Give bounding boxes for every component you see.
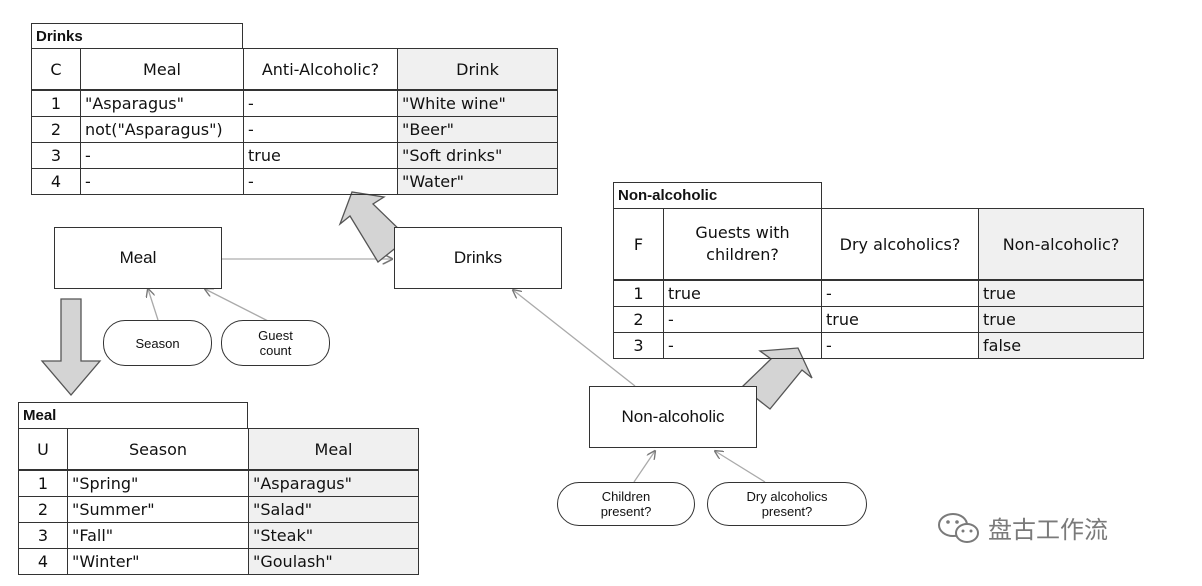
watermark-text: 盘古工作流: [988, 516, 1108, 544]
table-row: 2 "Summer" "Salad": [18, 496, 419, 523]
meal-decision-table: U Season Meal 1 "Spring" "Asparagus" 2 "…: [18, 428, 419, 575]
nonalcoholic-hit-policy: F: [613, 208, 664, 281]
table-row: 3 - - false: [613, 332, 1144, 359]
drinks-col-drink: Drink: [397, 48, 558, 91]
table-row: 1 "Spring" "Asparagus": [18, 469, 419, 497]
rule-number: 1: [18, 469, 68, 497]
rule-number: 1: [31, 89, 81, 117]
table-cell: "Soft drinks": [397, 142, 558, 169]
rule-number: 2: [18, 496, 68, 523]
drinks-col-meal: Meal: [80, 48, 244, 91]
table-cell: false: [978, 332, 1144, 359]
table-cell: "Salad": [248, 496, 419, 523]
table-cell: -: [80, 142, 244, 169]
table-cell: "Goulash": [248, 548, 419, 575]
rule-number: 3: [613, 332, 664, 359]
meal-table-title: Meal: [18, 402, 248, 428]
table-cell: "Water": [397, 168, 558, 195]
children-present-input-node[interactable]: Children present?: [557, 482, 695, 526]
drinks-table-link-arrow: [338, 191, 409, 263]
rule-number: 4: [18, 548, 68, 575]
table-cell: "White wine": [397, 89, 558, 117]
table-row: 3 "Fall" "Steak": [18, 522, 419, 549]
watermark: 盘古工作流: [936, 510, 1108, 545]
table-cell: -: [243, 116, 398, 143]
table-cell: -: [80, 168, 244, 195]
table-cell: -: [821, 332, 979, 359]
nonalcoholic-decision-node[interactable]: Non-alcoholic: [589, 386, 757, 448]
rule-number: 2: [31, 116, 81, 143]
drinks-hit-policy: C: [31, 48, 81, 91]
guestcount-to-meal-connector: [205, 289, 271, 323]
table-cell: true: [663, 279, 822, 307]
table-row: 4 - - "Water": [31, 168, 558, 195]
meal-hit-policy: U: [18, 428, 68, 471]
meal-col-meal: Meal: [248, 428, 419, 471]
season-to-meal-connector: [148, 289, 159, 321]
table-cell: "Spring": [67, 469, 249, 497]
table-row: 2 not("Asparagus") - "Beer": [31, 116, 558, 143]
table-row: 1 "Asparagus" - "White wine": [31, 89, 558, 117]
table-row: 1 true - true: [613, 279, 1144, 307]
table-cell: -: [663, 306, 822, 333]
meal-decision-node[interactable]: Meal: [54, 227, 222, 289]
drinks-col-anti-alcoholic: Anti-Alcoholic?: [243, 48, 398, 91]
table-cell: "Asparagus": [80, 89, 244, 117]
table-cell: not("Asparagus"): [80, 116, 244, 143]
drinks-table-title: Drinks: [31, 23, 243, 49]
table-cell: "Winter": [67, 548, 249, 575]
table-cell: "Beer": [397, 116, 558, 143]
table-cell: -: [243, 89, 398, 117]
table-cell: -: [663, 332, 822, 359]
drinks-decision-table: C Meal Anti-Alcoholic? Drink 1 "Asparagu…: [31, 48, 558, 195]
guest-count-input-node[interactable]: Guest count: [221, 320, 330, 366]
children-to-nonalcoholic-connector: [633, 451, 655, 483]
table-cell: -: [821, 279, 979, 307]
drinks-decision-node[interactable]: Drinks: [394, 227, 562, 289]
table-row: 2 - true true: [613, 306, 1144, 333]
rule-number: 2: [613, 306, 664, 333]
season-input-node[interactable]: Season: [103, 320, 212, 366]
table-cell: "Asparagus": [248, 469, 419, 497]
table-row: 3 - true "Soft drinks": [31, 142, 558, 169]
rule-number: 4: [31, 168, 81, 195]
nonalcoholic-table-title: Non-alcoholic: [613, 182, 822, 208]
table-row: 4 "Winter" "Goulash": [18, 548, 419, 575]
dryalc-to-nonalcoholic-connector: [715, 451, 766, 483]
table-cell: "Fall": [67, 522, 249, 549]
meal-col-season: Season: [67, 428, 249, 471]
table-cell: "Steak": [248, 522, 419, 549]
rule-number: 3: [18, 522, 68, 549]
meal-table-link-arrow: [40, 298, 102, 397]
nonalcoholic-col-output: Non-alcoholic?: [978, 208, 1144, 281]
nonalcoholic-decision-table: F Guests with children? Dry alcoholics? …: [613, 208, 1144, 359]
table-cell: true: [978, 279, 1144, 307]
table-cell: -: [243, 168, 398, 195]
rule-number: 1: [613, 279, 664, 307]
table-cell: true: [243, 142, 398, 169]
table-cell: "Summer": [67, 496, 249, 523]
wechat-icon: [938, 512, 979, 543]
nonalcoholic-to-drinks-connector: [513, 290, 636, 387]
rule-number: 3: [31, 142, 81, 169]
nonalcoholic-col-guests-with-children: Guests with children?: [663, 208, 822, 281]
table-cell: true: [821, 306, 979, 333]
dry-alcoholics-present-input-node[interactable]: Dry alcoholics present?: [707, 482, 867, 526]
nonalcoholic-col-dry-alcoholics: Dry alcoholics?: [821, 208, 979, 281]
table-cell: true: [978, 306, 1144, 333]
